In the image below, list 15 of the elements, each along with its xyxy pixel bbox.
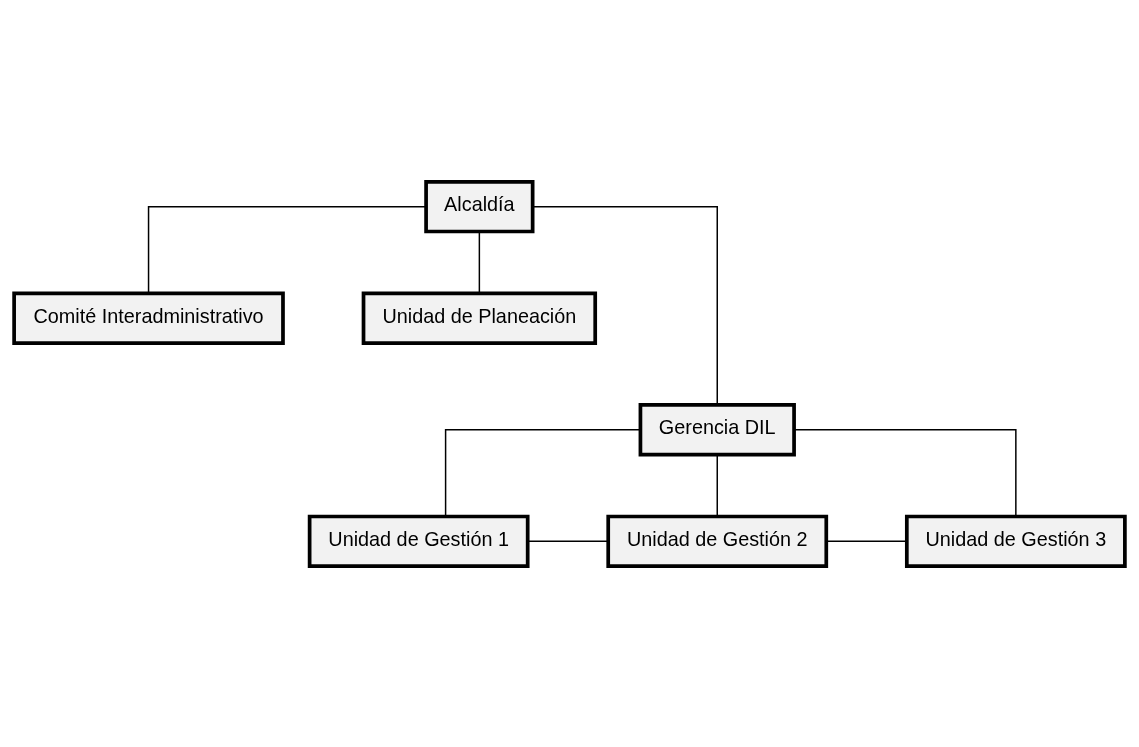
connector [444, 428, 641, 517]
connector [532, 205, 718, 405]
connector [478, 230, 481, 294]
node-box: Unidad de Gestión 2 [606, 514, 829, 568]
node-box: Comité Interadministrativo [12, 291, 285, 345]
connector [716, 453, 718, 517]
node-box: Gerencia DIL [638, 402, 796, 456]
node-box: Unidad de Planeación [361, 291, 598, 345]
node-box: Unidad de Gestión 3 [904, 514, 1127, 568]
connector [793, 428, 1017, 517]
node-box: Unidad de Gestión 1 [307, 514, 530, 568]
connector [825, 540, 908, 542]
connector [147, 205, 427, 294]
connector [526, 540, 609, 542]
node-box: Alcaldía [424, 179, 535, 233]
